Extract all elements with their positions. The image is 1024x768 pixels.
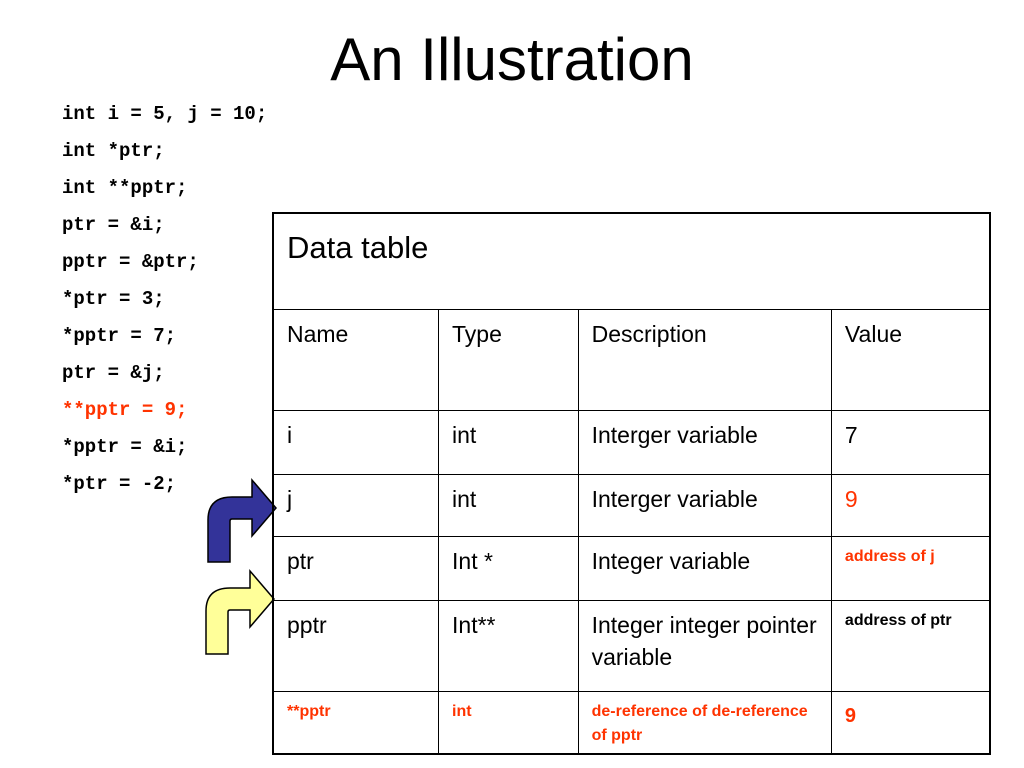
data-table: Data table Name Type Description Value i… [272, 212, 991, 755]
cell-type: int [438, 409, 579, 475]
table-row-highlighted: **pptr int de-reference of de-reference … [272, 690, 991, 755]
table-row: i int Interger variable 7 [272, 409, 991, 475]
code-line: *ptr = 3; [62, 288, 165, 310]
code-line-highlighted: **pptr = 9; [62, 399, 188, 421]
cell-description: de-reference of de-reference of pptr [577, 690, 832, 755]
code-listing: int i = 5, j = 10; int *ptr; int **pptr;… [62, 100, 267, 507]
table-caption-row: Data table [272, 212, 991, 310]
code-line: int *ptr; [62, 140, 165, 162]
slide-title: An Illustration [330, 26, 694, 93]
cell-type: int [438, 473, 579, 537]
table-row: j int Interger variable 9 [272, 473, 991, 537]
cell-name: pptr [272, 599, 440, 692]
cell-description: Interger variable [577, 473, 832, 537]
table-header-row: Name Type Description Value [272, 308, 991, 411]
code-line: *pptr = 7; [62, 325, 177, 347]
code-line: int **pptr; [62, 177, 188, 199]
cell-value: address of j [830, 535, 991, 601]
table-row: pptr Int** Integer integer pointer varia… [272, 599, 991, 692]
cell-name: i [272, 409, 440, 475]
code-line: ptr = &j; [62, 362, 165, 384]
cell-name: **pptr [272, 690, 440, 755]
cell-description: Integer variable [577, 535, 832, 601]
cell-value: 9 [830, 690, 991, 755]
header-value: Value [830, 308, 991, 411]
cell-type: int [438, 690, 579, 755]
header-name: Name [272, 308, 440, 411]
code-line: ptr = &i; [62, 214, 165, 236]
cell-type: Int** [438, 599, 579, 692]
code-line: *pptr = &i; [62, 436, 188, 458]
cell-value: address of ptr [830, 599, 991, 692]
cell-type: Int * [438, 535, 579, 601]
code-line: int i = 5, j = 10; [62, 103, 268, 125]
cell-value: 9 [830, 473, 991, 537]
cell-description: Interger variable [577, 409, 832, 475]
table-row: ptr Int * Integer variable address of j [272, 535, 991, 601]
code-line: pptr = &ptr; [62, 251, 199, 273]
yellow-curved-arrow-icon [205, 568, 275, 655]
cell-name: j [272, 473, 440, 537]
cell-value: 7 [830, 409, 991, 475]
header-description: Description [577, 308, 832, 411]
cell-description: Integer integer pointer variable [577, 599, 832, 692]
table-caption: Data table [272, 212, 991, 310]
code-line: *ptr = -2; [62, 473, 177, 495]
cell-name: ptr [272, 535, 440, 601]
header-type: Type [438, 308, 579, 411]
